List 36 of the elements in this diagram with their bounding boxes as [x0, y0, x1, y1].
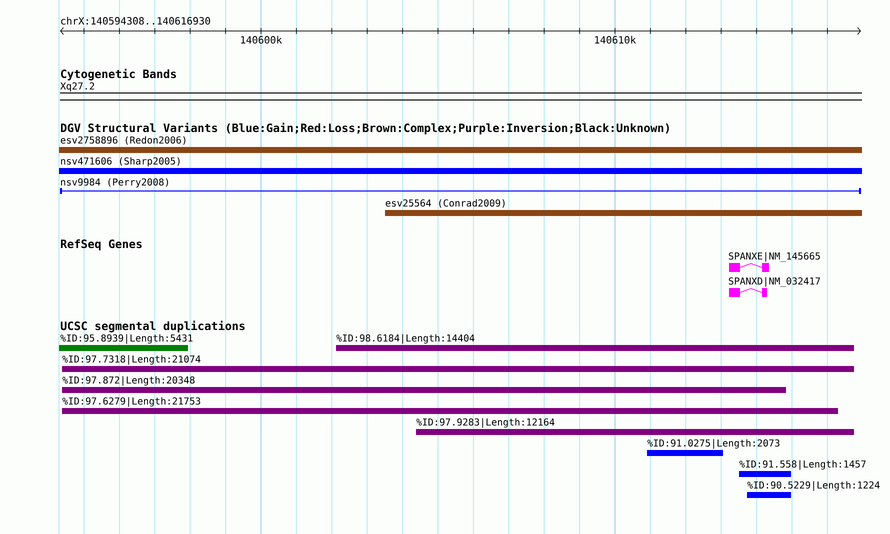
- node-label: %ID:97.9283|Length:12164: [416, 418, 554, 428]
- node-label: %ID:97.7318|Length:21074: [62, 355, 200, 365]
- feature-line: nsv9984 (Perry2008): [60, 178, 862, 194]
- cytoband-track: Xq27.2: [60, 82, 862, 100]
- feature-bar: %ID:91.0275|Length:2073: [647, 439, 780, 456]
- node-label: esv2758896 (Redon2006): [60, 136, 186, 145]
- node-label: %ID:97.6279|Length:21753: [62, 397, 200, 407]
- node-label: SPANXD|NM_032417: [728, 277, 820, 287]
- feature-bar: esv25564 (Conrad2009): [385, 199, 862, 216]
- node-label: %ID:90.5229|Length:1224: [747, 481, 880, 491]
- feature-bar: %ID:97.872|Length:20348: [62, 376, 786, 393]
- gene-model: SPANXD|NM_032417: [728, 277, 820, 297]
- node-label: %ID:98.6184|Length:14404: [336, 334, 474, 344]
- feature-bar: %ID:97.9283|Length:12164: [416, 418, 854, 435]
- ruler-label: 140600k: [241, 36, 282, 44]
- node-label: %ID:97.872|Length:20348: [62, 376, 195, 386]
- track-title: DGV Structural Variants (Blue:Gain;Red:Loss;Brown:Complex;Purple:Inversion;Black:Unknown): [60, 122, 669, 134]
- node-label: SPANXE|NM_145665: [728, 252, 820, 262]
- track-title: RefSeq Genes: [60, 239, 142, 250]
- node-label: %ID:91.558|Length:1457: [739, 460, 866, 470]
- node-label: esv25564 (Conrad2009): [386, 199, 505, 208]
- gene-model: SPANXE|NM_145665: [728, 252, 820, 272]
- feature-bar: nsv471606 (Sharp2005): [59, 157, 862, 174]
- node-label: %ID:95.8939|Length:5431: [60, 334, 192, 344]
- node-label: nsv471606 (Sharp2005): [61, 157, 180, 166]
- ruler-label: 140610k: [595, 36, 636, 44]
- feature-bar: %ID:95.8939|Length:5431: [59, 334, 192, 351]
- feature-bar: %ID:97.6279|Length:21753: [62, 397, 838, 414]
- feature-bar: %ID:90.5229|Length:1224: [747, 481, 880, 498]
- feature-bar: esv2758896 (Redon2006): [59, 136, 862, 153]
- node-label: %ID:91.0275|Length:2073: [647, 439, 780, 449]
- feature-bar: %ID:98.6184|Length:14404: [336, 334, 854, 351]
- position-label: chrX:140594308..140616930: [61, 16, 210, 25]
- track-title: UCSC segmental duplications: [60, 320, 245, 332]
- feature-bar: %ID:91.558|Length:1457: [739, 460, 866, 477]
- feature-bar: %ID:97.7318|Length:21074: [62, 355, 854, 372]
